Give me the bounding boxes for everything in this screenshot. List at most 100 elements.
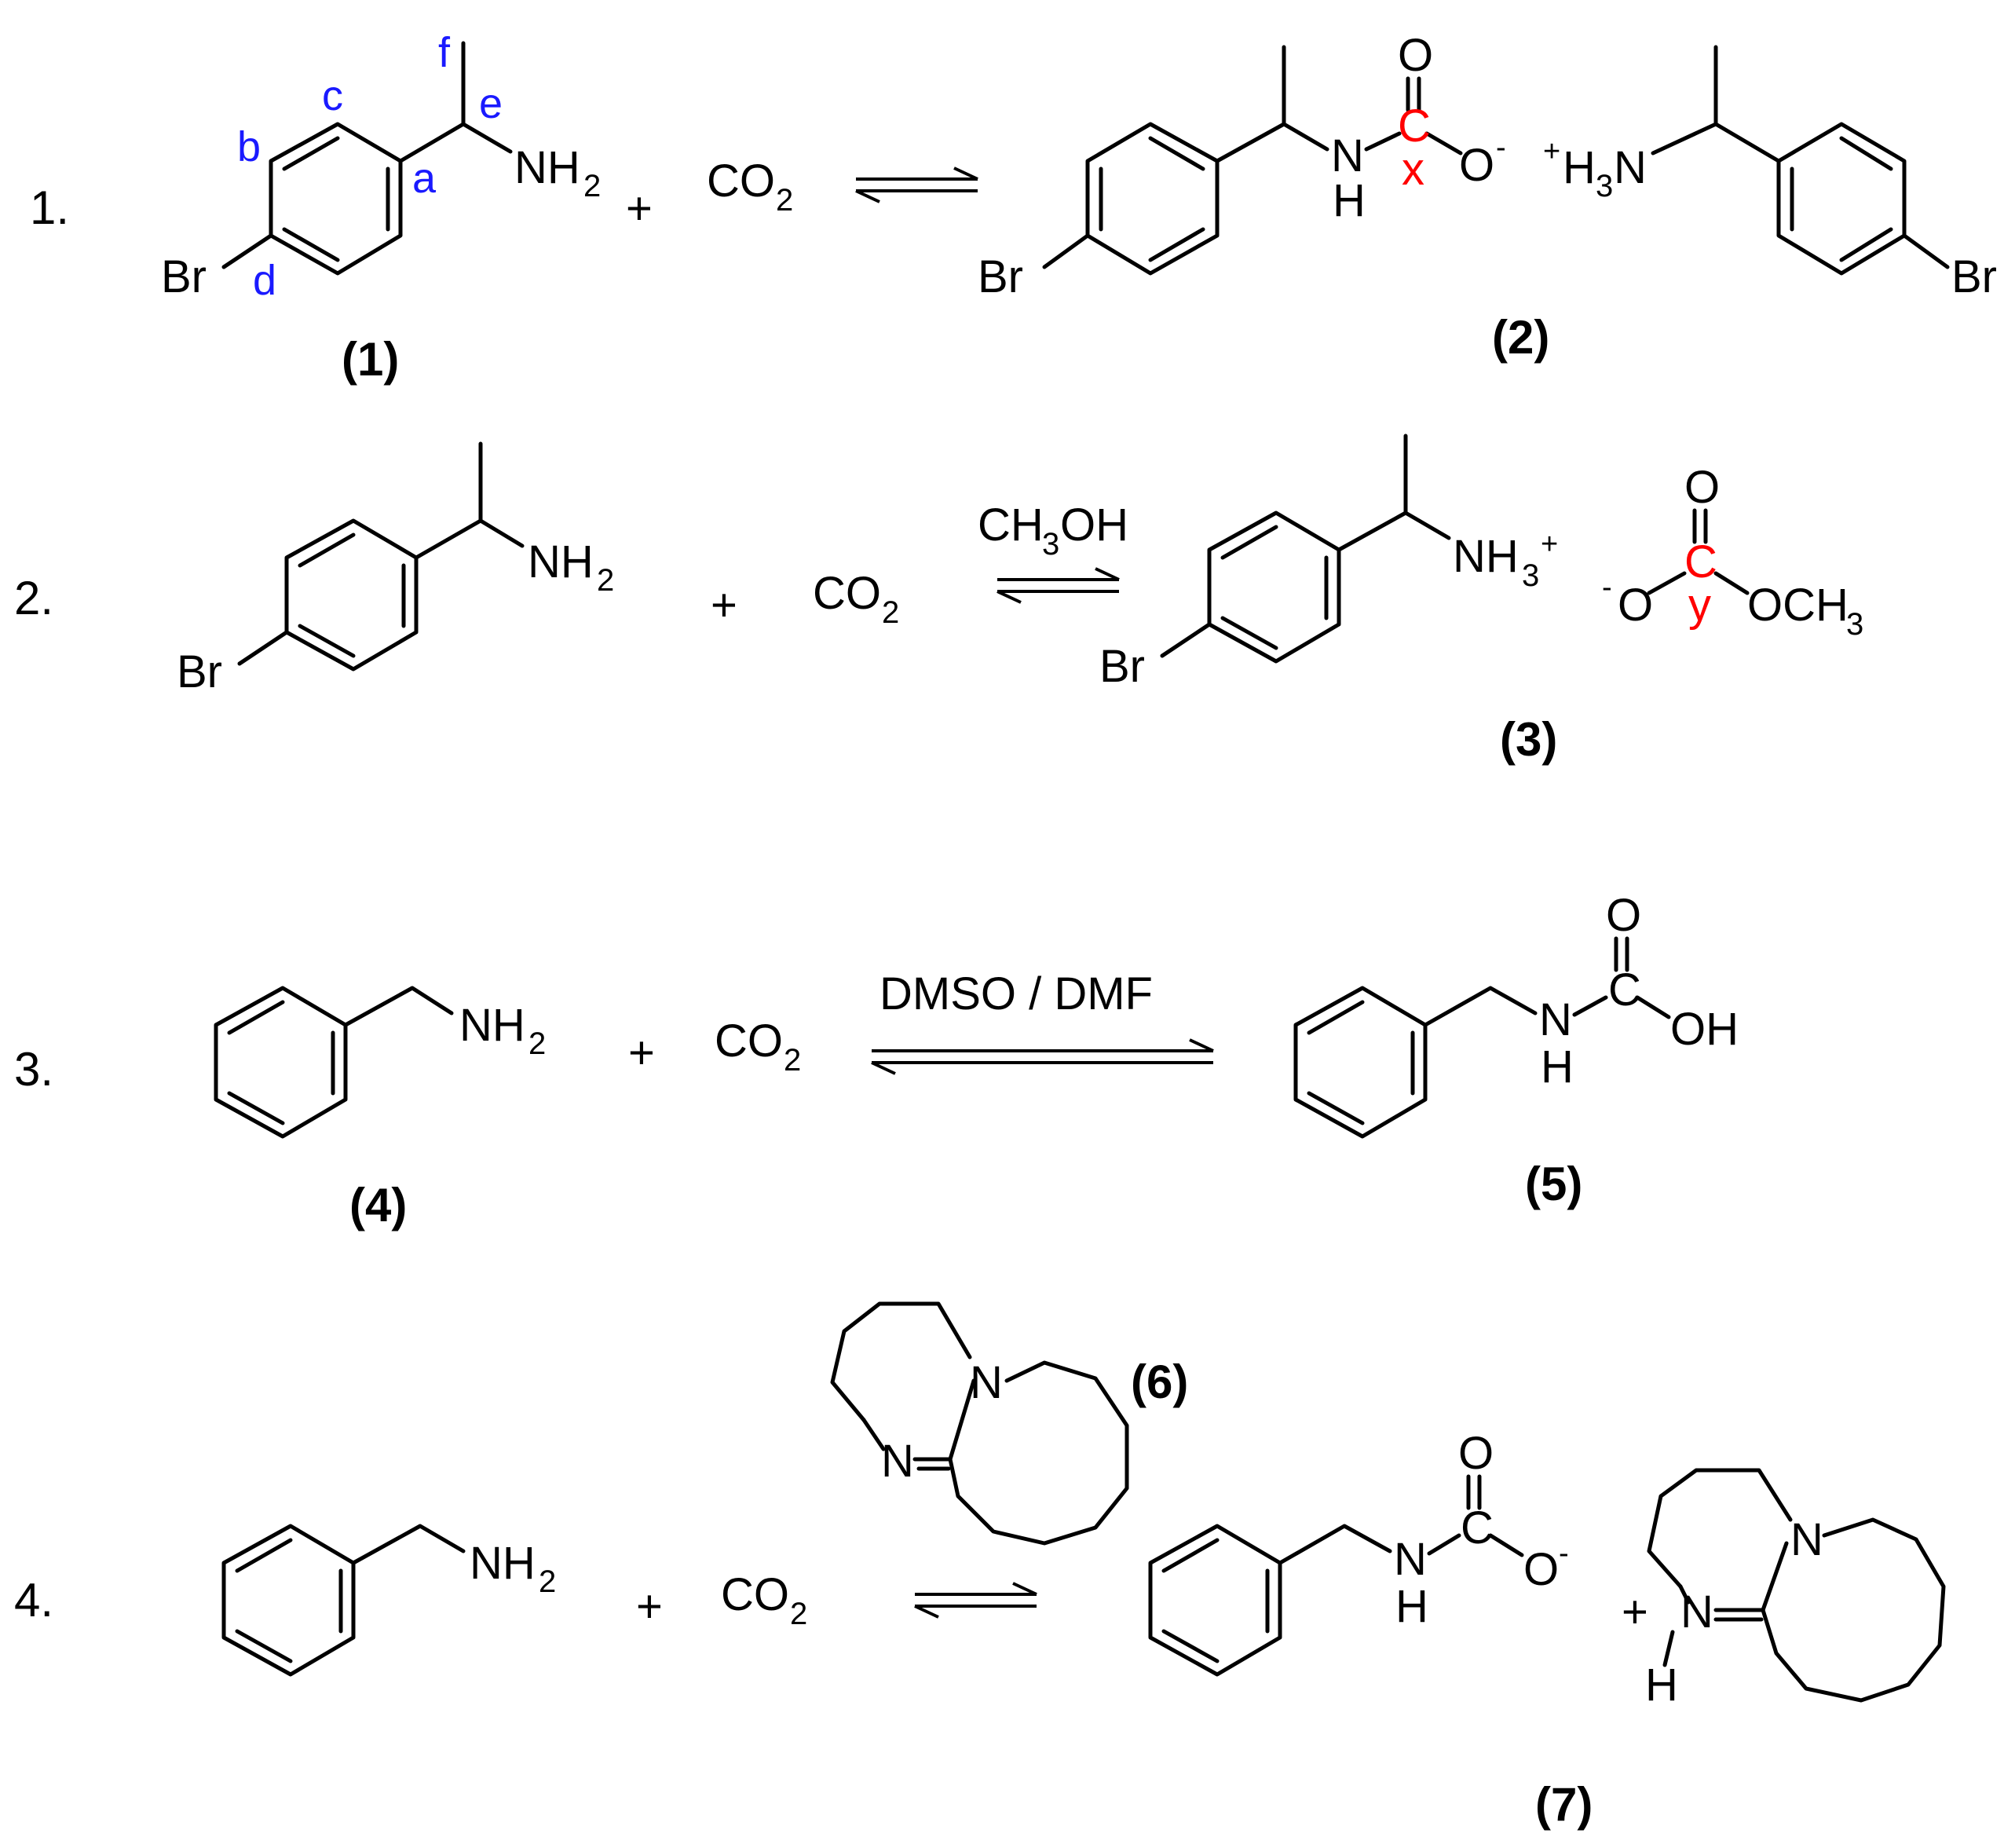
- compound-2-o-minus: O: [1459, 140, 1494, 191]
- compound-1-amine: NH: [514, 142, 580, 193]
- reaction-1-co2-sub: 2: [776, 183, 793, 218]
- compound-3-carbonate-y: y: [1688, 580, 1711, 631]
- reactant-2-br: Br: [177, 646, 222, 697]
- compound-1-amine-sub: 2: [583, 169, 601, 203]
- compound-3-br: Br: [1099, 641, 1145, 692]
- compound-7-minus: -: [1559, 1537, 1569, 1570]
- compound-2-n: N: [1331, 130, 1364, 181]
- reaction-4-co2: CO: [721, 1569, 789, 1620]
- reaction-1-equilibrium-arrow: [855, 167, 978, 203]
- compound-3-carbonate-minus: -: [1602, 571, 1612, 604]
- compound-2-ammonium-n: N: [1614, 142, 1647, 193]
- compound-7-c: C: [1461, 1502, 1494, 1553]
- compound-7-id: (7): [1535, 1778, 1593, 1831]
- compound-2-ammonium-plus: +: [1543, 135, 1560, 168]
- compound-1-structure: [221, 41, 513, 276]
- reactant-4-amine-sub: 2: [539, 1564, 556, 1599]
- reaction-3-number: 3.: [14, 1043, 53, 1096]
- reaction-2-equilibrium-arrow: [997, 567, 1120, 604]
- compound-7-dbuh-h: H: [1645, 1660, 1678, 1711]
- compound-3-id: (3): [1500, 713, 1557, 766]
- reaction-3-plus: +: [628, 1027, 655, 1078]
- compound-5-structure: [1293, 936, 1671, 1139]
- reaction-2-number: 2.: [14, 572, 53, 624]
- compound-3-carbonate-o-top: O: [1684, 462, 1720, 513]
- compound-2-ammonium-structure: [1651, 45, 1950, 276]
- compound-2-ammonium-sub: 3: [1596, 169, 1613, 203]
- compound-2-nh-h: H: [1333, 175, 1366, 226]
- position-label-b: b: [237, 123, 261, 170]
- compound-3-structure: [1160, 434, 1451, 664]
- reaction-1-co2: CO: [707, 156, 775, 207]
- reaction-4-equilibrium-arrow: [914, 1582, 1037, 1619]
- compound-6-id: (6): [1131, 1356, 1188, 1408]
- reactant-2-structure: [237, 441, 525, 672]
- compound-7-o-minus: O: [1523, 1544, 1559, 1595]
- position-label-d: d: [253, 257, 276, 304]
- compound-6-n-ring: N: [970, 1357, 1003, 1408]
- position-label-e: e: [479, 80, 503, 127]
- compound-3-ammonium: NH: [1453, 531, 1519, 582]
- compound-4-amine-sub: 2: [528, 1026, 546, 1061]
- compound-3-ammonium-plus: +: [1541, 528, 1558, 561]
- compound-4-amine: NH: [459, 1000, 525, 1051]
- compound-2-id: (2): [1492, 311, 1549, 364]
- compound-2-x-label: x: [1402, 144, 1424, 195]
- compound-2-carbonyl-o: O: [1398, 30, 1433, 81]
- compound-2-carbamate-structure: [1042, 45, 1463, 276]
- compound-3-carbonate-och-sub: 3: [1846, 607, 1863, 642]
- reaction-4-co2-sub: 2: [790, 1597, 807, 1631]
- reaction-3-equilibrium-arrow: [871, 1038, 1214, 1075]
- compound-2-br-right: Br: [1951, 251, 1997, 302]
- reaction-3-condition: DMSO / DMF: [880, 968, 1153, 1019]
- compound-7-n: N: [1394, 1534, 1427, 1585]
- compound-3-carbonate-o-left: O: [1618, 580, 1653, 631]
- reaction-4-plus: +: [636, 1581, 663, 1632]
- compound-2-carbon: C: [1398, 101, 1431, 152]
- compound-2-minus: -: [1496, 131, 1506, 164]
- position-label-a: a: [412, 155, 437, 202]
- compound-7-cation-plus: +: [1622, 1586, 1648, 1638]
- reaction-2-co2: CO: [813, 568, 881, 619]
- reaction-3-co2: CO: [715, 1015, 783, 1067]
- reaction-2-condition-oh: OH: [1060, 500, 1128, 551]
- compound-7-dbuh-structure: [1647, 1468, 1946, 1703]
- compound-7-h: H: [1395, 1581, 1428, 1632]
- reactant-4-amine: NH: [470, 1538, 536, 1589]
- reactant-4-structure: [221, 1524, 466, 1677]
- compound-3-carbonate-och: OCH: [1747, 580, 1849, 631]
- compound-7-dbuh-n-imine: N: [1680, 1586, 1713, 1638]
- compound-2-ammonium-h: H: [1563, 142, 1596, 193]
- compound-7-dbuh-n-ring: N: [1790, 1514, 1823, 1565]
- reaction-2-plus: +: [711, 580, 737, 631]
- compound-2-br: Br: [978, 251, 1023, 302]
- compound-7-carbamate-structure: [1148, 1474, 1524, 1677]
- compound-5-n: N: [1539, 994, 1572, 1045]
- compound-5-oh: OH: [1670, 1004, 1739, 1055]
- compound-1-br: Br: [161, 251, 207, 302]
- position-label-c: c: [322, 72, 343, 119]
- reactant-2-amine: NH: [528, 536, 594, 587]
- compound-1-id: (1): [342, 333, 399, 386]
- compound-5-id: (5): [1525, 1158, 1582, 1210]
- compound-6-structure: [830, 1301, 1129, 1546]
- reaction-1: 1. Br NH 2 a b c d e f (1) + CO 2: [30, 29, 1997, 386]
- compound-3-carbonate-carbon: C: [1684, 536, 1717, 587]
- reaction-2: 2. Br NH 2 + CO 2 CH 3 OH: [14, 434, 1863, 766]
- compound-5-h: H: [1541, 1041, 1574, 1092]
- compound-7-carbonyl-o: O: [1458, 1428, 1494, 1479]
- compound-6-n-imine: N: [881, 1436, 914, 1487]
- compound-4-structure: [214, 986, 454, 1139]
- reaction-2-condition-sub: 3: [1042, 527, 1059, 562]
- compound-5-c: C: [1608, 964, 1641, 1015]
- compound-3-carbonate-structure: [1647, 508, 1750, 595]
- position-label-f: f: [438, 29, 451, 76]
- reaction-1-plus: +: [626, 183, 653, 234]
- reactant-2-amine-sub: 2: [597, 563, 614, 598]
- compound-3-ammonium-sub: 3: [1522, 558, 1539, 593]
- reaction-4-number: 4.: [14, 1574, 53, 1627]
- compound-4-id: (4): [349, 1179, 407, 1231]
- reaction-2-condition-ch: CH: [978, 500, 1044, 551]
- reaction-3: 3. NH 2 (4) + CO 2 DMSO / DMF: [14, 890, 1739, 1231]
